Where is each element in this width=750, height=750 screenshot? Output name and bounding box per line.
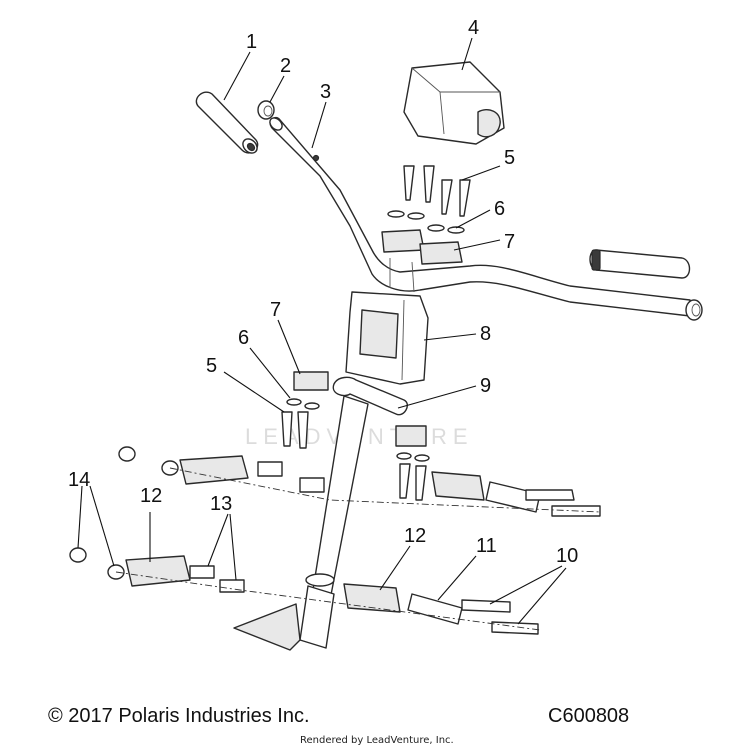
part-2-bar-end-cap xyxy=(257,100,275,120)
part-6-upper-washers xyxy=(387,210,465,234)
callout-7-lower: 7 xyxy=(270,299,281,321)
part-8-riser xyxy=(345,291,429,385)
callout-8: 8 xyxy=(480,323,491,345)
part-7-upper-clamps xyxy=(381,229,463,265)
lower-mount-assembly xyxy=(69,547,541,635)
callout-10: 10 xyxy=(556,545,578,567)
callout-6-lower: 6 xyxy=(238,327,249,349)
right-grip xyxy=(589,249,703,321)
callout-6: 6 xyxy=(494,198,505,220)
leader-lines xyxy=(77,37,567,625)
callout-3: 3 xyxy=(320,81,331,103)
callout-14: 14 xyxy=(68,469,90,491)
callout-9: 9 xyxy=(480,375,491,397)
callout-4: 4 xyxy=(468,17,479,39)
callout-12: 12 xyxy=(140,485,162,507)
part-7-lower-clamps xyxy=(293,371,427,447)
callout-2: 2 xyxy=(280,55,291,77)
part-9-steering-post xyxy=(233,376,408,651)
part-6-lower-washers xyxy=(286,398,430,462)
callout-7: 7 xyxy=(504,231,515,253)
part-4-handlebar-pad xyxy=(403,61,505,145)
rendered-by-credit: Rendered by LeadVenture, Inc. xyxy=(300,735,454,746)
part-5-upper-bolts xyxy=(403,165,471,217)
part-1-left-grip xyxy=(195,91,259,154)
callout-1: 1 xyxy=(246,31,257,53)
part-5-lower-bolts xyxy=(281,411,427,501)
drawing-number: C600808 xyxy=(548,705,630,727)
callout-12-lower: 12 xyxy=(404,525,426,547)
callout-labels: 1 2 3 4 5 6 7 8 7 6 5 9 14 12 13 12 11 1… xyxy=(68,17,578,567)
copyright-notice: © 2017 Polaris Industries Inc. xyxy=(48,705,310,727)
callout-5-lower: 5 xyxy=(206,355,217,377)
callout-11: 11 xyxy=(476,535,497,557)
callout-13: 13 xyxy=(210,493,232,515)
callout-5: 5 xyxy=(504,147,515,169)
upper-mount-assembly xyxy=(118,446,601,517)
part-3-handlebar xyxy=(269,116,691,317)
